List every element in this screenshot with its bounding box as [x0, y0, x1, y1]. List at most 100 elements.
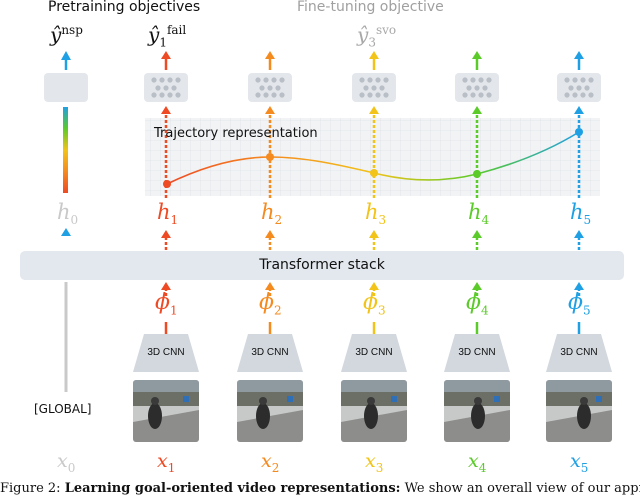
- phi-to-stack-arrow-3-head: [369, 282, 379, 290]
- mlp-node-2-2-1: [263, 92, 269, 98]
- mlp-node-2-0-1: [263, 77, 269, 83]
- phi-label-2: ϕ2: [259, 290, 282, 318]
- mlp-node-2-0-3: [279, 77, 285, 83]
- pred-arrow-5-head: [574, 51, 584, 59]
- mlp-node-4-2-2: [478, 92, 484, 98]
- video-frame-4: [444, 380, 510, 442]
- mlp-node-3-1-2: [379, 85, 385, 91]
- y-fail-label: ŷ1fail: [148, 24, 186, 49]
- mlp-node-4-1-2: [482, 85, 488, 91]
- phi-label-4-base: ϕ: [466, 290, 481, 315]
- figure-caption: Figure 2: Learning goal-oriented video r…: [0, 481, 640, 496]
- video-frame-5: [546, 380, 612, 442]
- x-label-4: x4: [468, 452, 486, 474]
- pretraining-header: Pretraining objectives: [48, 0, 201, 15]
- mlp-node-3-1-0: [363, 85, 369, 91]
- h-label-3: h3: [365, 202, 386, 227]
- video-frame-2: [237, 380, 303, 442]
- x-label-1-sub: 1: [167, 460, 176, 475]
- cnn-block-3: [341, 334, 407, 372]
- h-label-4-sub: 4: [481, 213, 490, 228]
- x-label-2-base: x: [261, 450, 272, 472]
- global-arrowhead: [61, 228, 71, 236]
- mlp-node-5-2-1: [572, 92, 578, 98]
- y-svo-sup: svo: [375, 23, 397, 37]
- mlp-node-3-1-1: [371, 85, 377, 91]
- mlp-node-2-0-0: [255, 77, 261, 83]
- mlp-node-2-1-1: [267, 85, 273, 91]
- h-label-0-sub: 0: [70, 213, 79, 228]
- x-label-1: x1: [157, 452, 175, 474]
- x-label-0-sub: 0: [67, 460, 76, 475]
- global-top-arrowhead: [61, 51, 71, 60]
- pred-arrow-2-head: [265, 51, 275, 59]
- mlp-node-5-0-1: [572, 77, 578, 83]
- x-label-0-base: x: [57, 450, 68, 472]
- trajectory-grid: [145, 118, 600, 196]
- mlp-node-4-2-1: [470, 92, 476, 98]
- phi-to-stack-arrow-2-head: [265, 282, 275, 290]
- global-token-label: [GLOBAL]: [34, 402, 92, 416]
- x-label-4-sub: 4: [478, 460, 487, 475]
- x-label-4-base: x: [468, 450, 479, 472]
- caption-prefix: Figure 2:: [0, 481, 61, 496]
- mlp-icon-0: [44, 73, 88, 102]
- mlp-node-4-1-1: [474, 85, 480, 91]
- mlp-node-2-2-0: [255, 92, 261, 98]
- h-label-1-base: h: [157, 200, 171, 224]
- mlp-node-5-1-2: [584, 85, 590, 91]
- trajectory-point-4: [473, 170, 481, 178]
- mlp-node-3-2-2: [375, 92, 381, 98]
- h-label-0: h0: [57, 202, 79, 228]
- phi-label-1: ϕ1: [155, 290, 178, 318]
- h-label-2-base: h: [261, 200, 275, 224]
- global-gradient-bar: [63, 107, 68, 193]
- mlp-node-4-0-3: [486, 77, 492, 83]
- cnn-label-3: 3D CNN: [355, 347, 393, 358]
- x-label-1-base: x: [157, 450, 168, 472]
- h-label-2: h2: [261, 200, 282, 227]
- caption-bold: Learning goal-oriented video representat…: [64, 481, 401, 496]
- h-label-5: h5: [570, 202, 591, 227]
- mlp-node-3-0-0: [359, 77, 365, 83]
- head-arrow-5-head: [574, 106, 584, 114]
- phi-label-2-base: ϕ: [259, 290, 274, 315]
- transformer-stack-label: Transformer stack: [259, 257, 385, 273]
- pred-arrow-3-head: [369, 51, 379, 59]
- h-label-1: h1: [157, 200, 178, 227]
- mlp-node-4-0-1: [470, 77, 476, 83]
- stack-to-h-arrow-5-head: [574, 230, 584, 238]
- phi-label-5: ϕ5: [568, 290, 591, 317]
- y-nsp-label: ŷnsp: [50, 24, 83, 45]
- mlp-node-1-1-2: [171, 85, 177, 91]
- mlp-node-3-2-3: [383, 92, 389, 98]
- pred-arrow-1-head: [161, 51, 171, 59]
- mlp-node-1-0-0: [151, 77, 157, 83]
- stack-to-h-arrow-4-head: [472, 230, 482, 238]
- cnn-block-4: [444, 334, 510, 372]
- mlp-node-1-1-1: [163, 85, 169, 91]
- mlp-node-2-1-2: [275, 85, 281, 91]
- mlp-node-3-0-3: [383, 77, 389, 83]
- y-nsp-base: ŷ: [50, 22, 62, 47]
- cnn-label-2: 3D CNN: [251, 347, 289, 358]
- phi-label-1-base: ϕ: [155, 290, 170, 315]
- mlp-node-5-1-0: [568, 85, 574, 91]
- cnn-block-1: [133, 334, 199, 372]
- phi-label-1-sub: 1: [170, 303, 178, 318]
- finetuning-header: Fine-tuning objective: [297, 0, 444, 15]
- phi-label-5-base: ϕ: [568, 290, 583, 315]
- mlp-node-2-2-2: [271, 92, 277, 98]
- phi-to-stack-arrow-1-head: [161, 282, 171, 290]
- head-arrow-4-head: [472, 106, 482, 114]
- y-nsp-sup: nsp: [61, 23, 83, 37]
- x-label-3-sub: 3: [375, 460, 384, 475]
- y-fail-base: ŷ: [148, 22, 160, 47]
- mlp-node-3-0-2: [375, 77, 381, 83]
- mlp-node-4-2-3: [486, 92, 492, 98]
- phi-to-stack-arrow-5-head: [574, 282, 584, 290]
- stack-to-h-arrow-3-head: [369, 230, 379, 238]
- transformer-stack: Transformer stack: [20, 251, 624, 280]
- mlp-node-4-2-0: [462, 92, 468, 98]
- phi-label-2-sub: 2: [274, 303, 282, 318]
